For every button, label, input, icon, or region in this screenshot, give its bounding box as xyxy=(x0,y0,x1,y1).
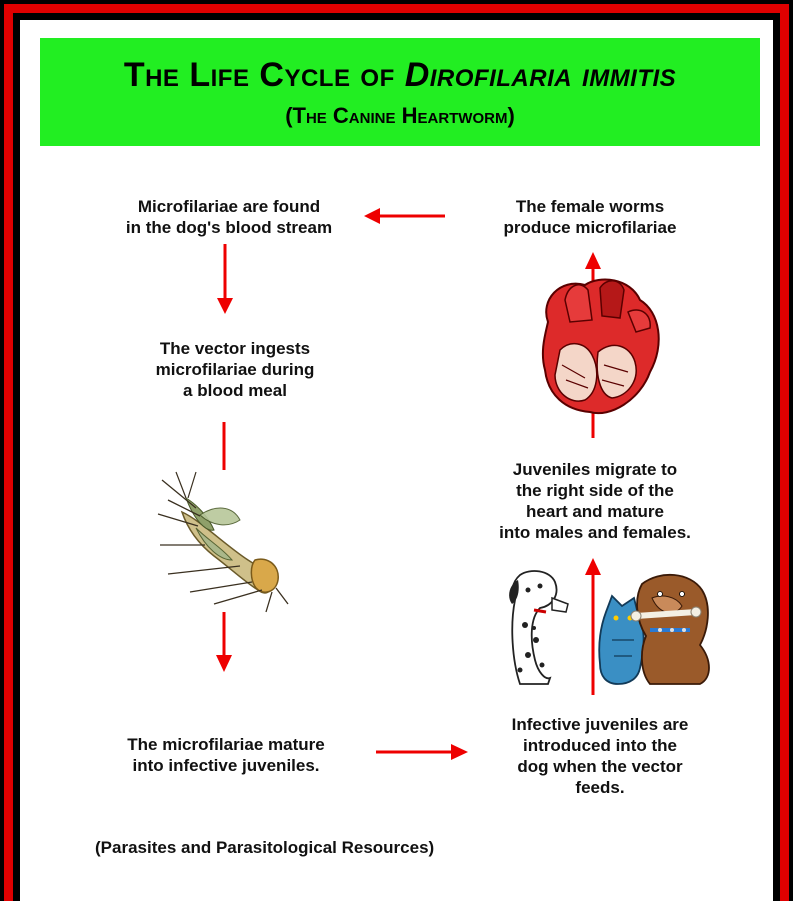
heart-illustration xyxy=(543,280,659,414)
dalmatian-dog xyxy=(509,571,568,684)
bulldog xyxy=(631,575,709,684)
mosquito-illustration xyxy=(158,472,288,612)
arrow-mosquito-to-mature xyxy=(216,612,232,672)
arrow-mature-to-infective xyxy=(376,744,468,760)
arrow-female-to-blood xyxy=(364,208,445,224)
arrow-infective-to-migrate xyxy=(585,558,601,695)
arrow-blood-to-vector xyxy=(217,244,233,314)
dogs-illustration xyxy=(509,571,709,684)
